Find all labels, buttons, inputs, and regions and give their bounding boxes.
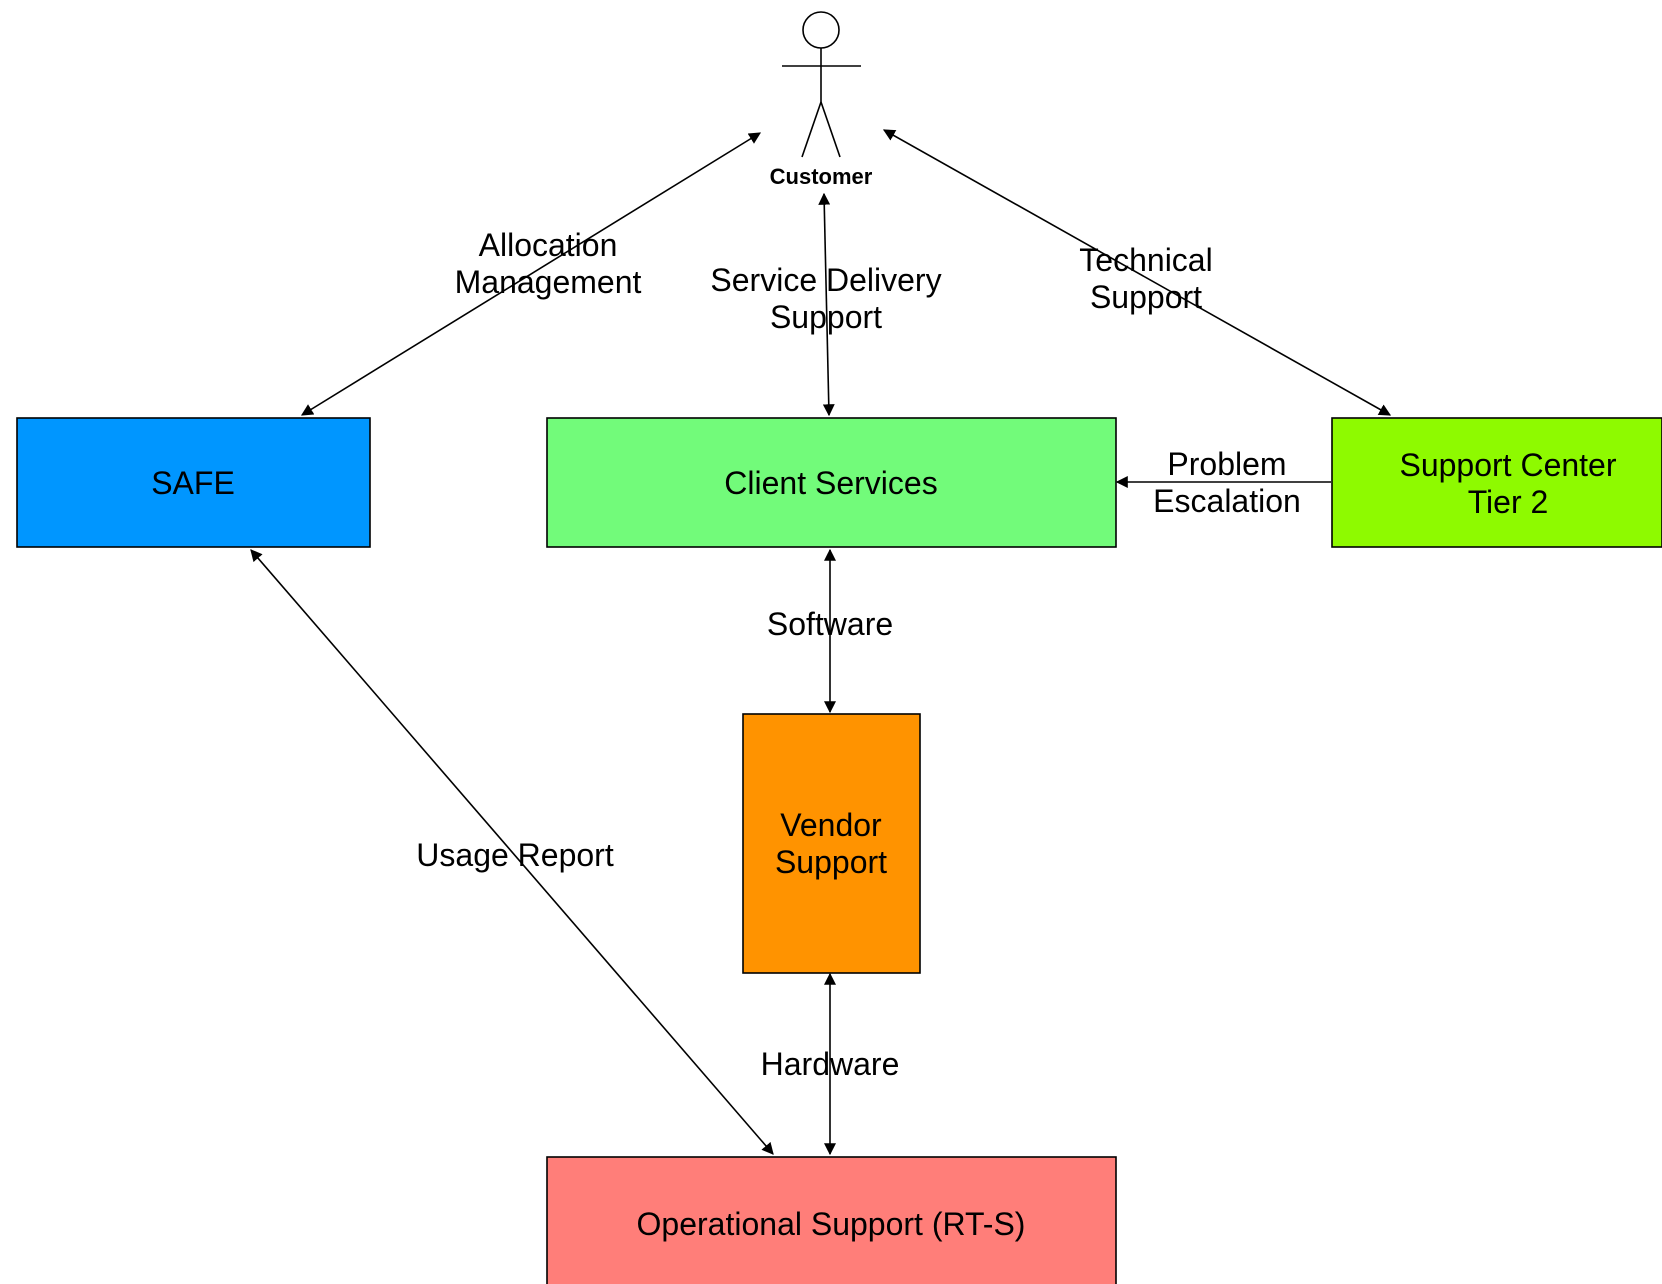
operational-support-label: Operational Support (RT-S) xyxy=(637,1206,1026,1242)
service-delivery-label-line1: Service Delivery xyxy=(710,262,941,298)
support-center-label-line1: Support Center xyxy=(1399,447,1616,483)
safe-box: SAFE xyxy=(16,417,371,548)
problem-escalation-label-line1: Problem xyxy=(1167,446,1286,482)
vendor-support-label-line2: Support xyxy=(775,844,887,880)
technical-support-label-line2: Support xyxy=(1090,279,1202,315)
edge-allocation-management xyxy=(300,132,762,416)
edge-technical-support xyxy=(882,129,1392,416)
safe-label: SAFE xyxy=(151,465,235,501)
technical-support-label-line1: Technical xyxy=(1079,242,1212,278)
hardware-label: Hardware xyxy=(761,1046,900,1082)
client-services-label: Client Services xyxy=(724,465,937,501)
edge-usage-report xyxy=(250,549,774,1155)
problem-escalation-label-line2: Escalation xyxy=(1153,483,1301,519)
support-center-tier2-box: Support Center Tier 2 xyxy=(1331,417,1662,548)
allocation-management-label-line2: Management xyxy=(455,264,642,300)
customer-actor-icon xyxy=(782,11,861,158)
edge-service-delivery-support xyxy=(818,192,835,417)
usage-report-label: Usage Report xyxy=(416,837,614,873)
vendor-support-box: Vendor Support xyxy=(742,713,921,974)
client-services-box: Client Services xyxy=(546,417,1117,548)
vendor-support-label-line1: Vendor xyxy=(780,807,882,843)
allocation-management-label-line1: Allocation xyxy=(479,227,618,263)
support-center-label-line2: Tier 2 xyxy=(1468,484,1549,520)
service-delivery-label-line2: Support xyxy=(770,299,882,335)
customer-label: Customer xyxy=(770,164,873,189)
operational-support-box: Operational Support (RT-S) xyxy=(546,1156,1117,1284)
software-label: Software xyxy=(767,606,893,642)
